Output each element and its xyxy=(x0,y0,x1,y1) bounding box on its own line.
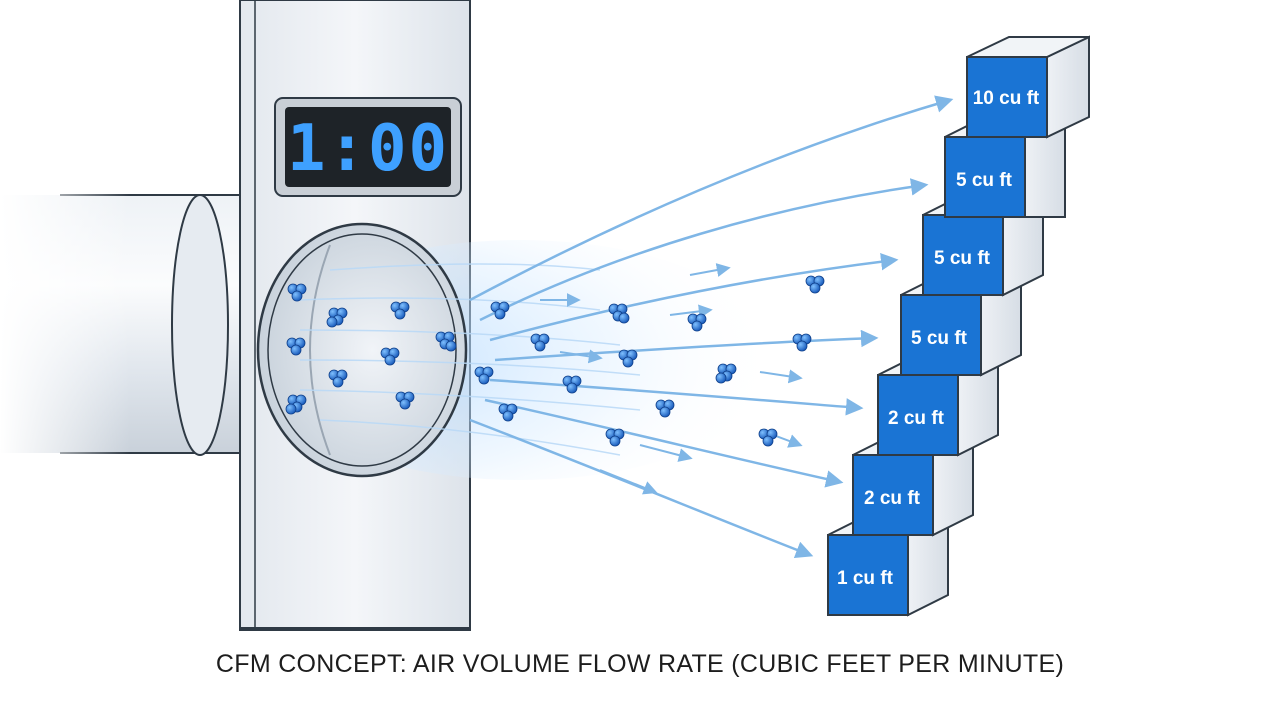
air-molecule xyxy=(285,394,307,415)
air-molecule xyxy=(390,301,410,320)
timer-value: 1:00 xyxy=(287,112,449,186)
air-duct xyxy=(0,185,240,465)
air-molecule xyxy=(435,331,457,352)
volume-box-label: 2 cu ft xyxy=(888,408,945,429)
flow-arrow xyxy=(494,329,879,362)
air-molecule xyxy=(287,283,307,302)
air-molecule xyxy=(498,403,518,422)
flow-arrow xyxy=(669,304,713,319)
air-molecule xyxy=(805,275,825,294)
flow-arrow xyxy=(599,469,658,495)
air-molecule xyxy=(530,333,550,352)
volume-box-label: 2 cu ft xyxy=(864,488,921,509)
flow-arrow xyxy=(559,349,603,364)
air-molecule xyxy=(605,428,625,447)
volume-box-label: 5 cu ft xyxy=(934,248,991,269)
air-molecules xyxy=(285,275,825,447)
volume-box-label: 10 cu ft xyxy=(973,88,1040,109)
air-molecule xyxy=(792,333,812,352)
air-molecule xyxy=(608,303,630,324)
timer-display: 1:00 xyxy=(274,97,462,197)
air-molecule xyxy=(758,428,778,447)
flow-arrow xyxy=(469,95,954,302)
air-molecule xyxy=(715,363,737,384)
air-molecule xyxy=(687,313,707,332)
volume-box: 10 cu ft xyxy=(966,35,1090,139)
flow-arrow xyxy=(484,398,844,488)
flow-arrow xyxy=(689,263,731,277)
flow-arrow xyxy=(759,369,803,384)
air-molecule xyxy=(380,347,400,366)
air-molecule xyxy=(490,301,510,320)
volume-box-label: 1 cu ft xyxy=(837,568,894,589)
flow-arrow xyxy=(489,252,899,342)
flow-arrow xyxy=(489,378,864,416)
air-molecule xyxy=(328,369,348,388)
volume-box-label: 5 cu ft xyxy=(911,328,968,349)
air-molecule xyxy=(326,307,348,328)
air-molecule xyxy=(474,366,494,385)
air-molecule xyxy=(655,399,675,418)
volume-box-label: 5 cu ft xyxy=(956,170,1013,191)
air-molecule xyxy=(395,391,415,410)
air-molecule xyxy=(618,349,638,368)
duct-opening xyxy=(256,222,468,478)
air-molecule xyxy=(562,375,582,394)
flow-arrow xyxy=(479,178,929,322)
volume-boxes: 1 cu ft 2 cu ft 2 cu ft 5 cu ft xyxy=(827,35,1090,617)
flow-arrow xyxy=(639,444,693,462)
airflow-streaks xyxy=(299,263,641,456)
air-molecule xyxy=(286,337,306,356)
diagram-caption: CFM CONCEPT: AIR VOLUME FLOW RATE (CUBIC… xyxy=(215,650,1065,678)
